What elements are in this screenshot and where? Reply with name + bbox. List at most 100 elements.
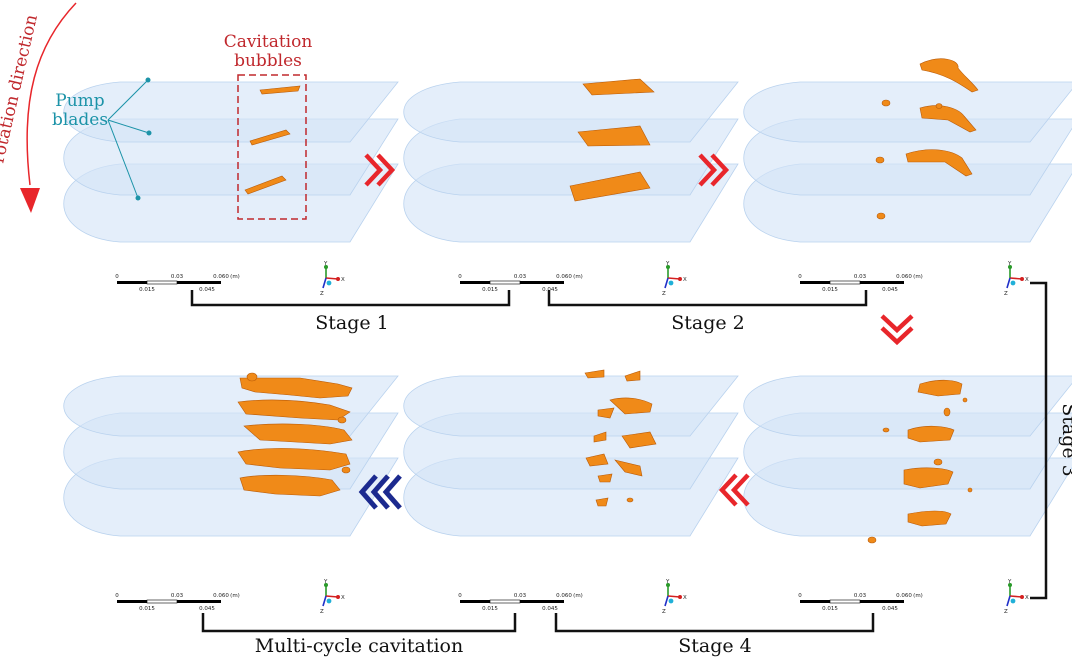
axis-triads: Y X Z Y X Z Y X Z Y X Z Y X Z	[320, 261, 1029, 615]
scale-label-q3: 0.045	[199, 287, 215, 293]
scale-label-zero: 0	[458, 593, 462, 599]
scale-label-max: 0.060	[213, 274, 229, 280]
scale-label-mid: 0.03	[514, 593, 527, 599]
panel-4	[63, 372, 399, 537]
scale-label-q1: 0.015	[822, 287, 838, 293]
bracket-stage-3	[1030, 281, 1048, 600]
bubble-cloud-multi	[237, 372, 353, 497]
label-rotation-direction: rotation direction	[0, 13, 42, 165]
scale-label-q3: 0.045	[542, 606, 558, 612]
scale-label-q1: 0.015	[482, 606, 498, 612]
scale-label-q1: 0.015	[139, 287, 155, 293]
arrow-down-stage3	[880, 314, 914, 346]
svg-text:X: X	[683, 595, 687, 601]
bubble-1c	[244, 175, 287, 195]
scale-label-max: 0.060	[556, 593, 572, 599]
bracket-multi	[201, 613, 517, 633]
label-blades: blades	[52, 110, 108, 130]
svg-text:X: X	[683, 277, 687, 283]
label-stage-3: Stage 3	[1058, 403, 1072, 477]
label-cavitation: Cavitation	[224, 32, 313, 52]
bubble-2b	[577, 125, 651, 147]
bracket-stage-4	[554, 613, 875, 633]
scale-label-max: 0.060	[896, 274, 912, 280]
bubble-2a	[582, 78, 655, 96]
bracket-stage-2	[547, 290, 868, 307]
scale-label-unit: (m)	[913, 274, 923, 280]
bubble-3b	[919, 105, 977, 133]
svg-text:Y: Y	[665, 579, 670, 585]
scale-label-mid: 0.03	[854, 274, 867, 280]
svg-text:Y: Y	[665, 261, 670, 267]
panel-5	[403, 369, 739, 537]
svg-text:X: X	[1025, 277, 1029, 283]
scale-label-mid: 0.03	[854, 593, 867, 599]
svg-text:Z: Z	[1004, 291, 1008, 297]
label-stage-4: Stage 4	[678, 635, 752, 657]
scale-label-zero: 0	[798, 274, 802, 280]
svg-text:Z: Z	[320, 609, 324, 615]
scale-bar-4	[116, 599, 222, 604]
scale-label-unit: (m)	[230, 593, 240, 599]
scale-label-max: 0.060	[896, 593, 912, 599]
label-multi-cycle: Multi-cycle cavitation	[255, 635, 463, 657]
panel-1	[63, 74, 399, 243]
scale-bar-6	[799, 599, 905, 604]
svg-text:Z: Z	[320, 291, 324, 297]
scale-bar-2	[459, 280, 565, 285]
bubble-1a	[259, 85, 301, 95]
rotation-arrow	[26, 2, 77, 186]
scale-label-unit: (m)	[913, 593, 923, 599]
scale-label-max: 0.060	[556, 274, 572, 280]
stage-brackets	[190, 281, 1048, 633]
cavitation-bubbles-box	[237, 74, 307, 220]
svg-text:X: X	[1025, 595, 1029, 601]
scale-label-unit: (m)	[573, 593, 583, 599]
svg-text:Z: Z	[1004, 609, 1008, 615]
bubble-3c	[905, 149, 973, 177]
scale-label-unit: (m)	[573, 274, 583, 280]
scale-label-q1: 0.015	[822, 606, 838, 612]
scale-label-unit: (m)	[230, 274, 240, 280]
bubble-3a	[919, 58, 979, 93]
scale-label-q3: 0.045	[882, 606, 898, 612]
pump-blade-pointer-lines	[107, 79, 150, 199]
svg-text:Y: Y	[323, 579, 328, 585]
scale-bar-1	[116, 280, 222, 285]
rotation-arrowhead	[20, 188, 40, 213]
arrow-prev-multi	[358, 474, 402, 510]
scale-label-q1: 0.015	[482, 287, 498, 293]
panel-2	[403, 78, 739, 243]
svg-text:Y: Y	[1007, 261, 1012, 267]
scale-label-max: 0.060	[213, 593, 229, 599]
panel-3	[743, 58, 1072, 243]
scale-label-zero: 0	[115, 593, 119, 599]
svg-text:Y: Y	[323, 261, 328, 267]
scale-label-q3: 0.045	[199, 606, 215, 612]
panel-6	[743, 375, 1072, 544]
scale-bar-5	[459, 599, 565, 604]
scale-label-q3: 0.045	[882, 287, 898, 293]
label-stage-2: Stage 2	[671, 312, 745, 334]
scale-label-q1: 0.015	[139, 606, 155, 612]
scale-label-zero: 0	[458, 274, 462, 280]
label-stage-1: Stage 1	[315, 312, 389, 334]
svg-text:Z: Z	[662, 291, 666, 297]
svg-text:Z: Z	[662, 609, 666, 615]
scale-label-mid: 0.03	[514, 274, 527, 280]
label-pump: Pump	[55, 91, 105, 111]
scale-label-mid: 0.03	[171, 274, 184, 280]
bubble-2c	[569, 171, 651, 202]
svg-text:Y: Y	[1007, 579, 1012, 585]
bracket-stage-1	[190, 290, 511, 307]
label-bubbles: bubbles	[234, 51, 302, 71]
scale-bar-3	[799, 280, 905, 285]
scale-label-zero: 0	[798, 593, 802, 599]
svg-text:X: X	[341, 595, 345, 601]
svg-text:X: X	[341, 277, 345, 283]
scale-label-zero: 0	[115, 274, 119, 280]
scale-label-mid: 0.03	[171, 593, 184, 599]
bubble-1b	[249, 129, 291, 146]
arrow-prev-stage4	[718, 473, 750, 507]
